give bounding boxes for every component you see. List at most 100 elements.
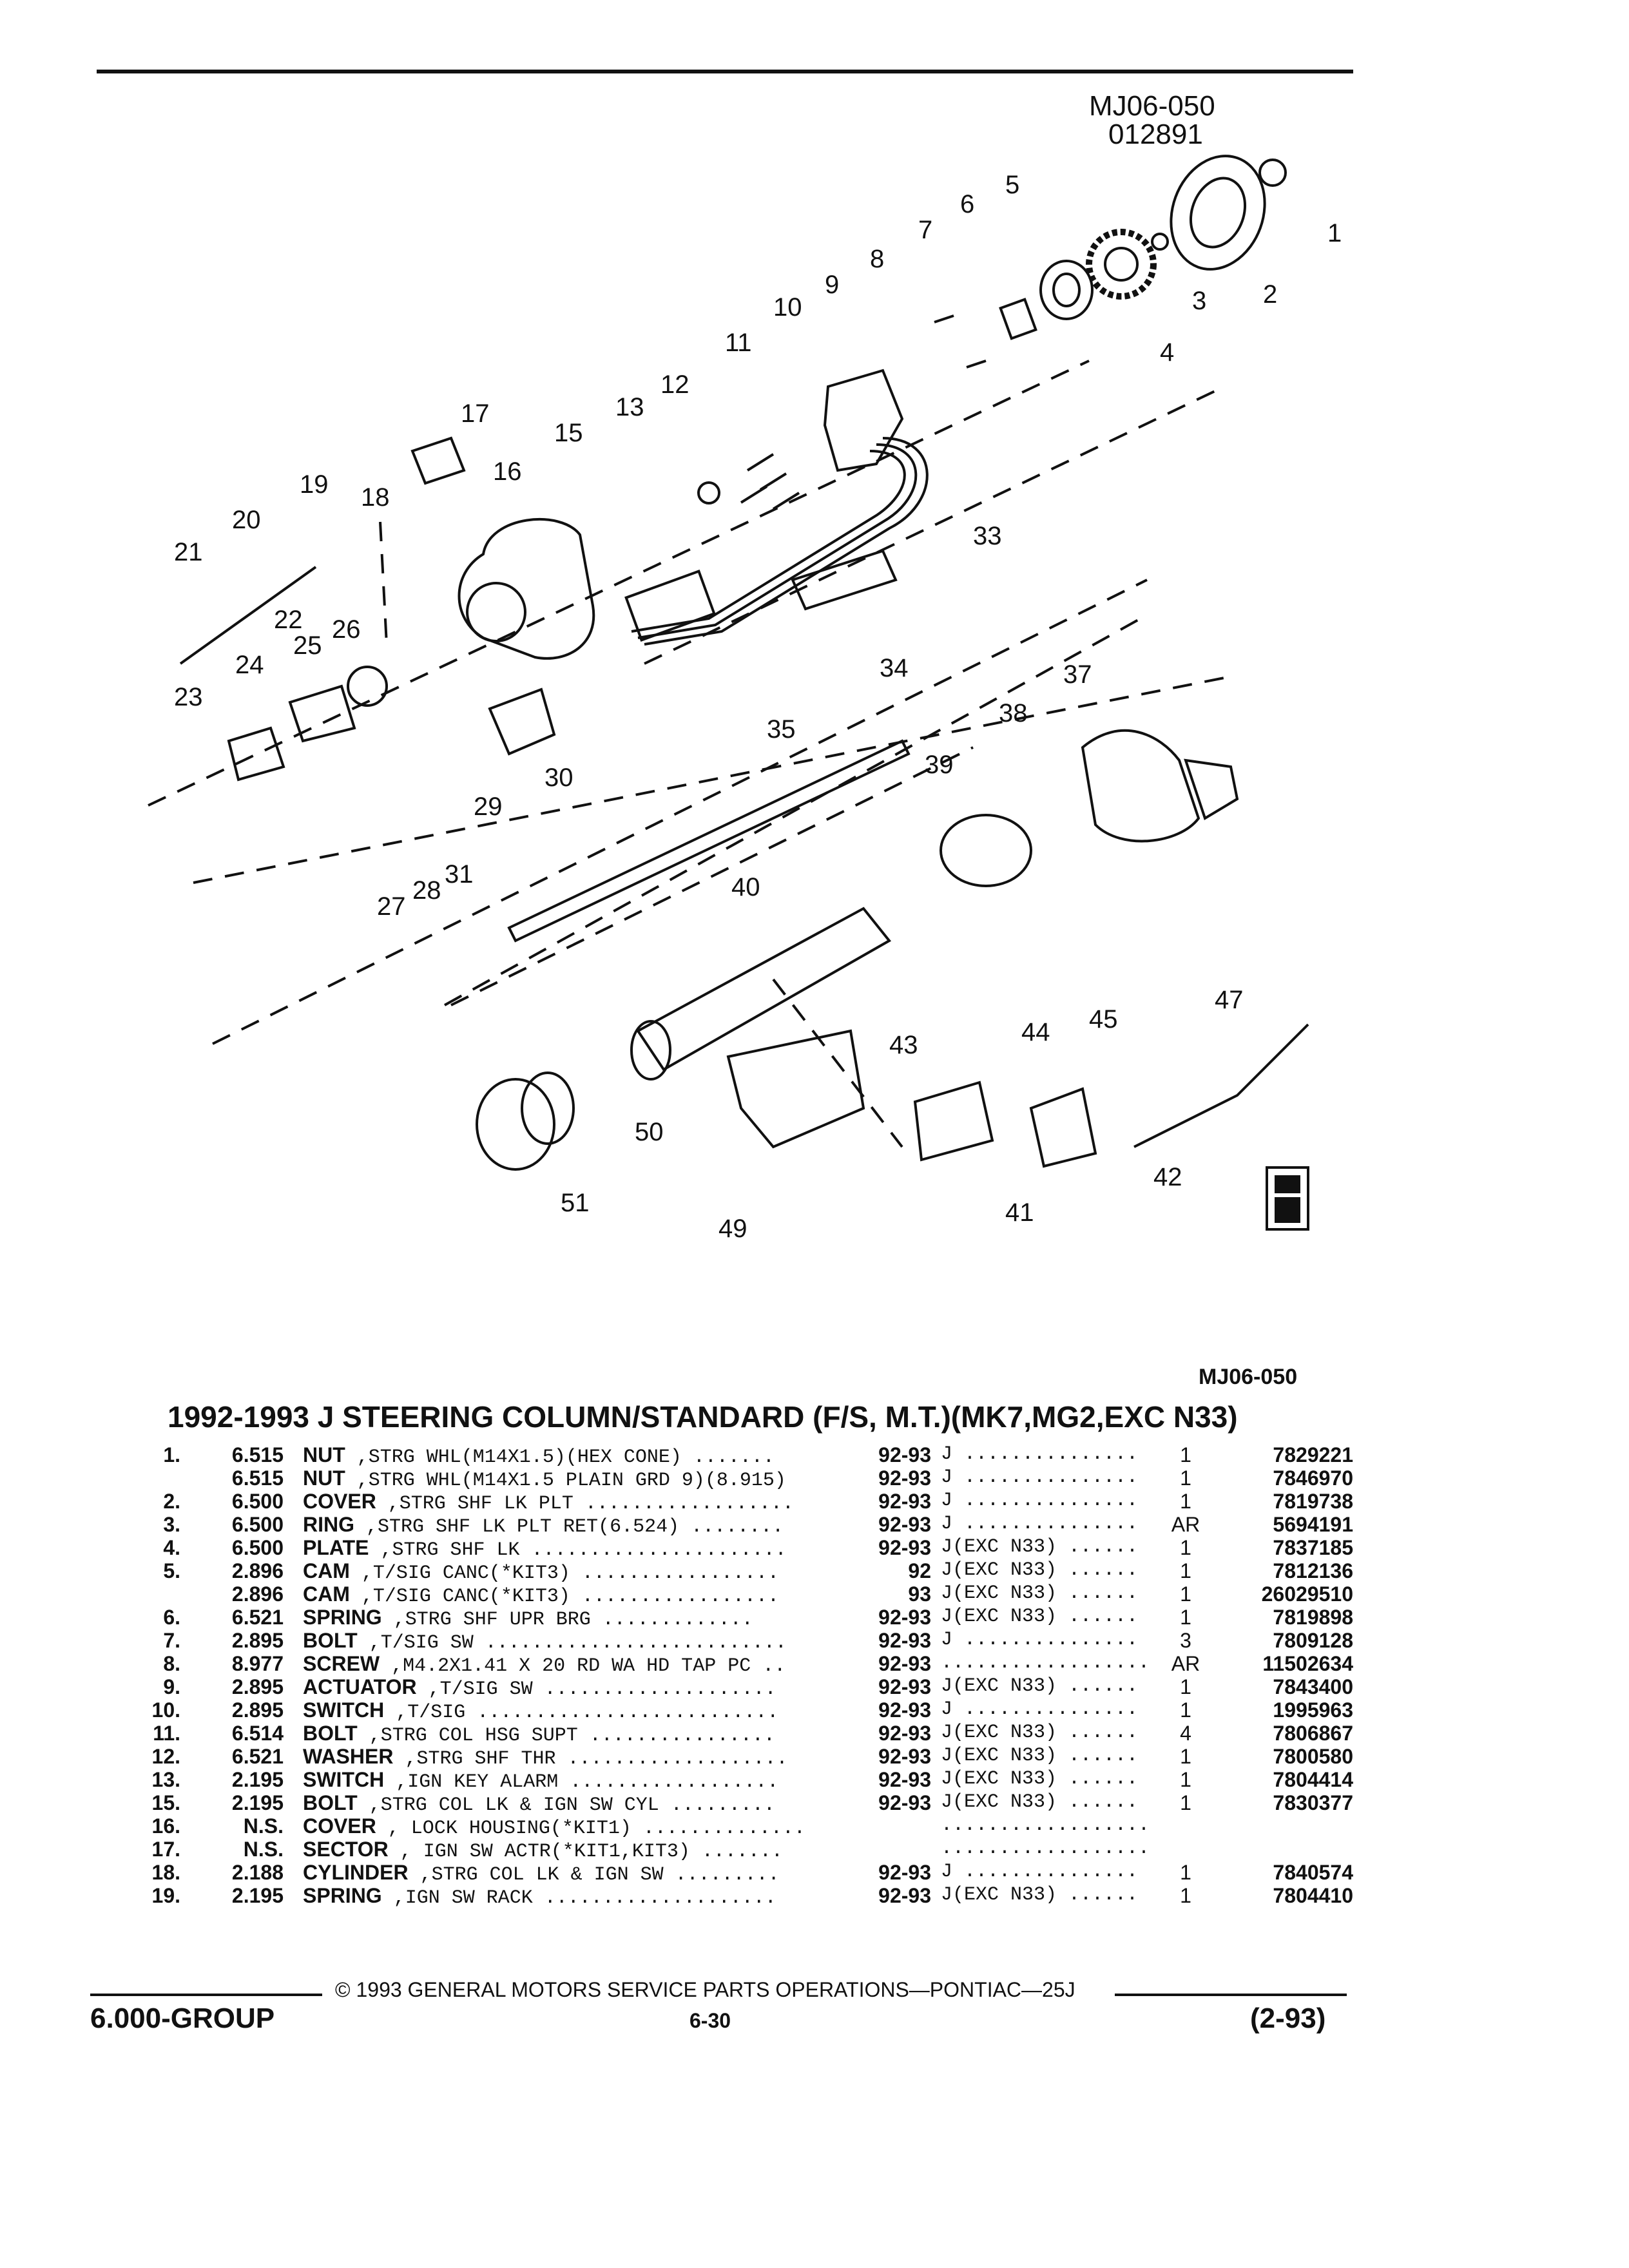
ref-number: 5. <box>163 1559 180 1582</box>
model-usage: J(EXC N33) ...... <box>941 1559 1139 1581</box>
footer-rule-left <box>90 1994 322 1996</box>
callout-12: 12 <box>660 370 689 399</box>
group-number: N.S. <box>243 1838 284 1861</box>
callout-13: 13 <box>615 393 644 421</box>
part-detail: ,IGN KEY ALARM .................. <box>384 1771 779 1793</box>
callout-40: 40 <box>731 873 760 901</box>
part-detail: ,STRG SHF LK PLT RET(6.524) ........ <box>354 1516 784 1538</box>
part-name: SECTOR <box>303 1838 389 1861</box>
callout-43: 43 <box>889 1031 918 1059</box>
group-number: 6.500 <box>231 1513 284 1536</box>
part-name: SCREW <box>303 1652 380 1675</box>
callout-6: 6 <box>960 190 974 218</box>
quantity: 1 <box>1180 1768 1191 1791</box>
ref-number: 3. <box>163 1513 180 1536</box>
callout-41: 41 <box>1005 1198 1034 1227</box>
footer-rule-right <box>1115 1994 1347 1996</box>
part-detail: ,STRG SHF LK PLT .................. <box>376 1493 794 1515</box>
part-number: 7812136 <box>1273 1559 1353 1582</box>
ref-number: 8. <box>163 1652 180 1675</box>
part-detail: ,STRG COL LK & IGN SW ......... <box>408 1864 780 1886</box>
model-years: 92-93 <box>878 1513 931 1536</box>
part-ignition-cylinder <box>410 436 466 485</box>
model-years: 92-93 <box>878 1884 931 1907</box>
quantity: 1 <box>1180 1582 1191 1606</box>
group-number: 6.515 <box>231 1466 284 1490</box>
part-name: SWITCH <box>303 1768 385 1791</box>
exploded-view-diagram: 1234567891011121315161718192021222324252… <box>148 155 1342 1243</box>
part-detail: , LOCK HOUSING(*KIT1) .............. <box>376 1818 805 1840</box>
part-number: 7819898 <box>1273 1606 1353 1629</box>
callout-27: 27 <box>377 892 406 921</box>
model-usage: .................. <box>941 1838 1150 1860</box>
ref-number: 4. <box>163 1536 180 1559</box>
part-detail: ,STRG COL LK & IGN SW CYL ......... <box>357 1794 775 1816</box>
model-years: 92-93 <box>878 1722 931 1745</box>
quantity: 1 <box>1180 1559 1191 1582</box>
ref-number: 9. <box>163 1675 180 1698</box>
part-number: 7800580 <box>1273 1745 1353 1768</box>
part-description: SWITCH ,IGN KEY ALARM .................. <box>303 1768 778 1793</box>
model-usage: J ............... <box>941 1490 1139 1512</box>
part-bearing <box>476 1078 555 1171</box>
callout-33: 33 <box>973 522 1002 550</box>
part-detail: ,STRG SHF THR ................... <box>393 1748 788 1770</box>
quantity: 1 <box>1180 1675 1191 1698</box>
model-usage: J(EXC N33) ...... <box>941 1606 1139 1628</box>
ref-number: 2. <box>163 1490 180 1513</box>
callout-31: 31 <box>445 860 474 889</box>
part-bracket <box>726 1029 865 1149</box>
ref-number: 18. <box>151 1861 180 1884</box>
group-number: 2.895 <box>231 1698 284 1722</box>
part-turn-signal-switch <box>823 369 904 472</box>
part-plate <box>791 549 898 611</box>
callout-15: 15 <box>554 419 583 447</box>
part-description: CAM ,T/SIG CANC(*KIT3) ................. <box>303 1582 779 1608</box>
callout-47: 47 <box>1215 986 1244 1014</box>
part-detail: ,STRG WHL(M14X1.5 PLAIN GRD 9)(8.915) <box>345 1470 786 1492</box>
part-detail: , IGN SW ACTR(*KIT1,KIT3) ....... <box>388 1841 783 1863</box>
callout-39: 39 <box>925 751 954 779</box>
group-number: 2.188 <box>231 1861 284 1884</box>
model-years: 92-93 <box>878 1629 931 1652</box>
group-number: N.S. <box>243 1814 284 1838</box>
copyright: © 1993 GENERAL MOTORS SERVICE PARTS OPER… <box>335 1978 1075 2001</box>
model-usage: J ............... <box>941 1861 1139 1883</box>
part-name: CYLINDER <box>303 1861 409 1884</box>
part-description: COVER , LOCK HOUSING(*KIT1) ............… <box>303 1814 805 1840</box>
part-number: 7830377 <box>1273 1791 1353 1814</box>
part-description: SPRING ,STRG SHF UPR BRG ............. <box>303 1606 753 1631</box>
model-usage: J ............... <box>941 1698 1139 1720</box>
model-years: 92-93 <box>878 1652 931 1675</box>
part-column-jacket <box>636 907 892 1072</box>
ref-number: 13. <box>151 1768 180 1791</box>
part-description: CYLINDER ,STRG COL LK & IGN SW ......... <box>303 1861 780 1886</box>
group-number: 6.500 <box>231 1490 284 1513</box>
part-description: RING ,STRG SHF LK PLT RET(6.524) .......… <box>303 1513 784 1538</box>
part-detail: ,STRG SHF LK ...................... <box>369 1539 787 1561</box>
part-name: SPRING <box>303 1884 382 1907</box>
quantity: 1 <box>1180 1791 1191 1814</box>
group-number: 2.195 <box>231 1768 284 1791</box>
quantity: 1 <box>1180 1490 1191 1513</box>
model-usage: .................. <box>941 1814 1150 1836</box>
ref-number: 1. <box>163 1443 180 1466</box>
part-description: ACTUATOR ,T/SIG SW .................... <box>303 1675 776 1700</box>
callout-25: 25 <box>293 631 322 660</box>
model-years: 92-93 <box>878 1698 931 1722</box>
quantity: 3 <box>1180 1629 1191 1652</box>
callout-1: 1 <box>1327 219 1342 247</box>
model-years: 92 <box>908 1559 931 1582</box>
part-number: 7809128 <box>1273 1629 1353 1652</box>
part-number: 7829221 <box>1273 1443 1353 1466</box>
part-name: COVER <box>303 1814 376 1838</box>
part-steering-shaft <box>507 739 911 943</box>
callout-23: 23 <box>174 683 203 711</box>
group-number: 6.515 <box>231 1443 284 1466</box>
